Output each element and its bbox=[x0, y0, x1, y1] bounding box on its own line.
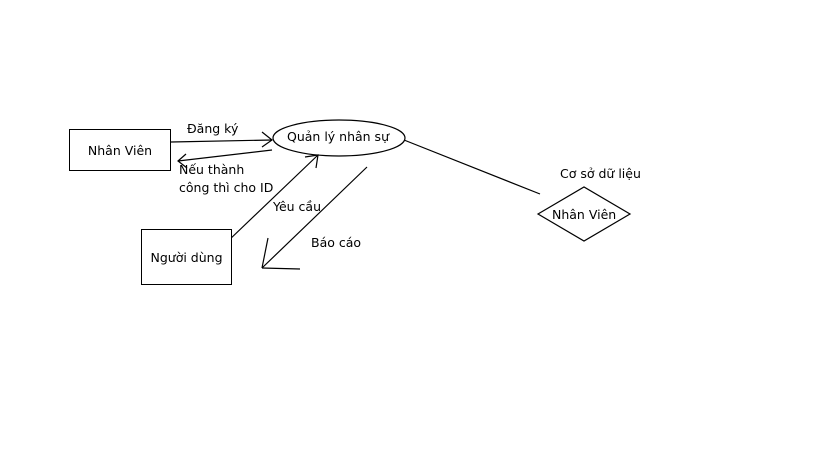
entity-nhan-vien-box: Nhân Viên bbox=[69, 129, 171, 171]
entity-nguoi-dung-box: Người dùng bbox=[141, 229, 232, 285]
register-arrow bbox=[170, 131, 274, 148]
success-label-line2: công thì cho ID bbox=[179, 180, 274, 195]
report-label: Báo cáo bbox=[311, 235, 362, 250]
process-label: Quản lý nhân sự bbox=[287, 129, 389, 144]
request-label: Yêu cầu bbox=[273, 199, 322, 214]
success-id-arrow bbox=[177, 149, 273, 169]
database-diamond bbox=[536, 186, 632, 242]
entity-nguoi-dung-label: Người dùng bbox=[150, 249, 223, 265]
database-entity-label: Nhân Viên bbox=[552, 207, 617, 222]
entity-nhan-vien-label: Nhân Viên bbox=[87, 142, 153, 158]
database-title: Cơ sở dữ liệu bbox=[560, 166, 641, 181]
success-label-line1: Nếu thành bbox=[179, 162, 245, 177]
process-to-database-line bbox=[403, 139, 541, 195]
register-label: Đăng ký bbox=[187, 121, 239, 136]
process-ellipse bbox=[272, 119, 406, 157]
request-arrow bbox=[226, 154, 319, 243]
report-arrow bbox=[261, 166, 368, 270]
